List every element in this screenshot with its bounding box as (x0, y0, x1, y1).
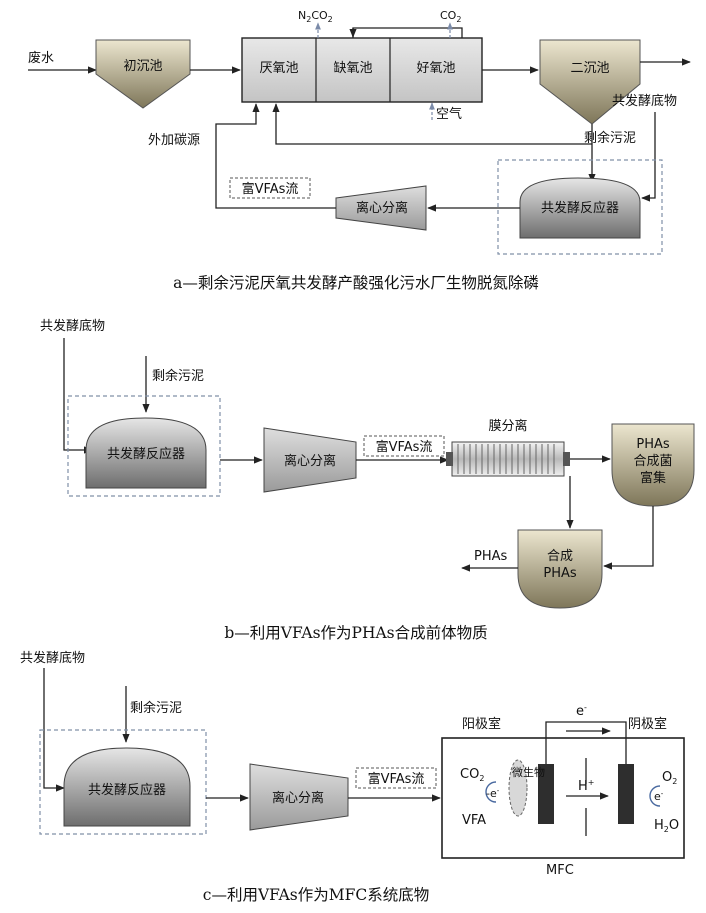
external-carbon-label: 外加碳源 (148, 133, 200, 148)
microbe-ellipse (508, 759, 528, 817)
caption-c: c—利用VFAs作为MFC系统底物 (203, 886, 429, 904)
vfa-stream-label-a: 富VFAs流 (242, 181, 299, 197)
reactor-label-a: 共发酵反应器 (541, 200, 619, 216)
caption-b: b—利用VFAs作为PHAs合成前体物质 (224, 624, 487, 642)
aerobic-tank-label: 好氧池 (416, 61, 455, 76)
excess-sludge-label-a: 剩余污泥 (584, 130, 636, 146)
n2-co2-label: N2CO2 (298, 9, 333, 24)
secondary-clarifier-shape (539, 39, 641, 125)
vfa-stream-label-c: 富VFAs流 (368, 771, 425, 787)
anode-co2-label: CO2 (460, 767, 484, 783)
co2-out-label: CO2 (440, 9, 461, 24)
anode-electron-label: -e- (486, 787, 500, 800)
reactor-box-c (39, 729, 207, 835)
membrane-label: 膜分离 (488, 418, 527, 434)
anaerobic-tank-label: 厌氧池 (259, 61, 298, 76)
reactor-label-b: 共发酵反应器 (107, 446, 185, 462)
primary-clarifier-shape (95, 39, 191, 109)
mfc-label: MFC (546, 863, 574, 878)
cosubstrate-label-b: 共发酵底物 (40, 318, 105, 334)
excess-sludge-label-c: 剩余污泥 (130, 700, 182, 716)
reactor-shape-b (85, 417, 207, 489)
cosubstrate-arrow-a (641, 112, 656, 202)
centrifuge-shape-c (249, 763, 349, 831)
synthesis-line1: 合成 (547, 549, 573, 564)
centrifuge-shape-b (263, 427, 357, 493)
cathode-o2-label: O2 (662, 770, 677, 786)
anoxic-tank-label: 缺氧池 (333, 61, 372, 76)
cathode-reaction-arc (649, 785, 661, 807)
anode-reaction-arc (485, 781, 497, 803)
centrifuge-label-a: 离心分离 (356, 200, 408, 216)
anode-electrode (538, 764, 554, 824)
caption-a: a—剩余污泥厌氧共发酵产酸强化污水厂生物脱氮除磷 (173, 273, 539, 292)
centrifuge-label-c: 离心分离 (272, 790, 324, 806)
synthesis-line2: PHAs (543, 566, 577, 581)
cosubstrate-arrow-c (43, 668, 65, 792)
reactor-shape-a (519, 177, 641, 239)
internal-recycle-line (352, 27, 463, 38)
external-circuit (545, 721, 627, 764)
panel-a: 废水 初沉池 厌氧池 缺氧池 好氧池 N2CO2 CO2 空气 二沉池 共发酵底… (28, 9, 691, 292)
return-sludge-arrow (272, 103, 592, 145)
secondary-clarifier-label: 二沉池 (570, 61, 609, 76)
enrich-to-synthesis (603, 506, 654, 570)
anode-vfa-label: VFA (462, 813, 486, 828)
air-label: 空气 (436, 106, 462, 122)
cosubstrate-label-a: 共发酵底物 (612, 93, 677, 109)
membrane-outlet (563, 452, 570, 466)
vfa-stream-box-a (229, 177, 311, 199)
electron-top-label: e- (576, 703, 587, 719)
pha-enrich-line1: PHAs (636, 437, 670, 452)
centrifuge-label-b: 离心分离 (284, 453, 336, 469)
vfa-stream-box-b (363, 435, 445, 457)
pha-enrichment-vessel (611, 423, 695, 507)
pha-enrich-line3: 富集 (640, 470, 666, 486)
cathode-electron-label: e- (654, 790, 664, 803)
panel-b: 共发酵底物 剩余污泥 共发酵反应器 离心分离 富VFAs流 膜分离 (40, 318, 695, 642)
membrane-module (451, 441, 565, 477)
cosubstrate-arrow-b (63, 338, 93, 454)
anode-chamber-label: 阳极室 (462, 716, 501, 732)
reactor-box-a (497, 159, 663, 255)
mfc-box (441, 737, 685, 859)
vfa-stream-label-b: 富VFAs流 (376, 439, 433, 455)
cosubstrate-label-c: 共发酵底物 (20, 650, 85, 666)
reactor-shape-c (63, 747, 191, 827)
microbe-label: 微生物 (512, 765, 545, 779)
cathode-chamber-label: 阴极室 (628, 716, 667, 732)
proton-label: H+ (578, 778, 594, 794)
a2o-tank (241, 37, 483, 103)
vfa-stream-box-c (355, 767, 437, 789)
pha-out-label: PHAs (474, 549, 508, 564)
panel-c: 共发酵底物 剩余污泥 共发酵反应器 离心分离 富VFAs流 阳极室 阴极室 e-… (20, 650, 685, 904)
membrane-inlet (446, 452, 453, 466)
wastewater-label: 废水 (28, 50, 54, 66)
cathode-h2o-label: H2O (654, 818, 679, 834)
membrane-fibers (457, 444, 555, 474)
pha-synthesis-vessel (517, 529, 603, 609)
vfa-return-arrow-a (215, 103, 336, 209)
excess-sludge-label-b: 剩余污泥 (152, 368, 204, 384)
primary-clarifier-label: 初沉池 (123, 59, 162, 74)
reactor-label-c: 共发酵反应器 (88, 782, 166, 798)
centrifuge-shape-a (335, 185, 427, 231)
pha-enrich-line2: 合成菌 (633, 454, 672, 469)
cathode-electrode (618, 764, 634, 824)
